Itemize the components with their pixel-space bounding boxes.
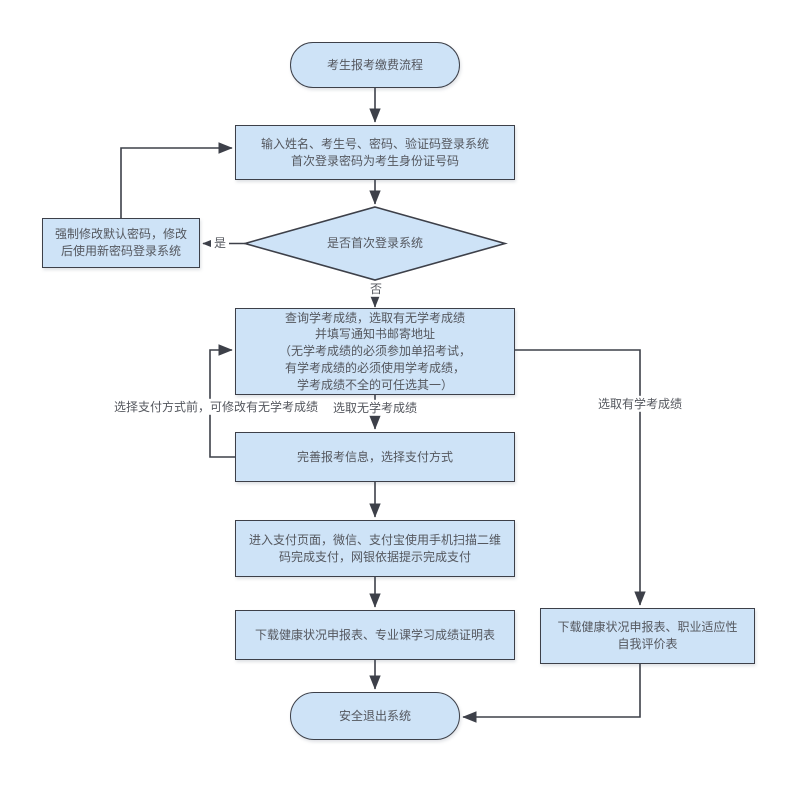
download-health-course-label: 下载健康状况申报表、专业课学习成绩证明表 xyxy=(254,627,495,642)
payment-label: 进入支付页面，微信、支付宝使用手机扫描二维 码完成支付，网银依据提示完成支付 xyxy=(248,532,501,564)
first-login-decision-label-wrap: 是否首次登录系统 xyxy=(275,230,475,256)
complete-info-label: 完善报考信息，选择支付方式 xyxy=(296,449,453,464)
edge-label-yes: 是 xyxy=(210,234,230,252)
download-health-course-box: 下载健康状况申报表、专业课学习成绩证明表 xyxy=(235,610,515,660)
connector-right-download-to-end xyxy=(462,664,641,723)
payment-box: 进入支付页面，微信、支付宝使用手机扫描二维 码完成支付，网银依据提示完成支付 xyxy=(235,520,515,577)
edge-label-modify-before-payment: 选择支付方式前，可修改有无学考成绩 xyxy=(110,398,322,416)
download-health-aptitude-label: 下载健康状况申报表、职业适应性 自我评价表 xyxy=(557,620,738,651)
edge-label-select-no-scores: 选取无学考成绩 xyxy=(329,399,421,417)
first-login-decision-label: 是否首次登录系统 xyxy=(326,235,423,250)
end-node: 安全退出系统 xyxy=(290,692,460,740)
start-node: 考生报考缴费流程 xyxy=(290,42,460,88)
connector-query-to-right-download xyxy=(515,349,646,606)
start-node-label: 考生报考缴费流程 xyxy=(326,57,423,72)
connector-password-to-login xyxy=(120,142,233,218)
login-box-label: 输入姓名、考生号、密码、验证码登录系统 首次登录密码为考生身份证号码 xyxy=(260,136,489,168)
login-box: 输入姓名、考生号、密码、验证码登录系统 首次登录密码为考生身份证号码 xyxy=(235,125,515,180)
force-password-change-label: 强制修改默认密码，修改 后使用新密码登录系统 xyxy=(54,227,187,258)
complete-info-box: 完善报考信息，选择支付方式 xyxy=(235,432,515,482)
force-password-change-box: 强制修改默认密码，修改 后使用新密码登录系统 xyxy=(42,218,200,268)
query-scores-box: 查询学考成绩，选取有无学考成绩 并填写通知书邮寄地址 （无学考成绩的必须参加单招… xyxy=(235,308,515,395)
query-scores-label: 查询学考成绩，选取有无学考成绩 并填写通知书邮寄地址 （无学考成绩的必须参加单招… xyxy=(278,310,471,392)
end-node-label: 安全退出系统 xyxy=(338,708,411,723)
download-health-aptitude-box: 下载健康状况申报表、职业适应性 自我评价表 xyxy=(540,608,755,664)
edge-label-select-has-scores: 选取有学考成绩 xyxy=(594,395,686,413)
first-login-decision-diamond xyxy=(242,206,508,281)
edge-label-no: 否 xyxy=(366,280,386,298)
